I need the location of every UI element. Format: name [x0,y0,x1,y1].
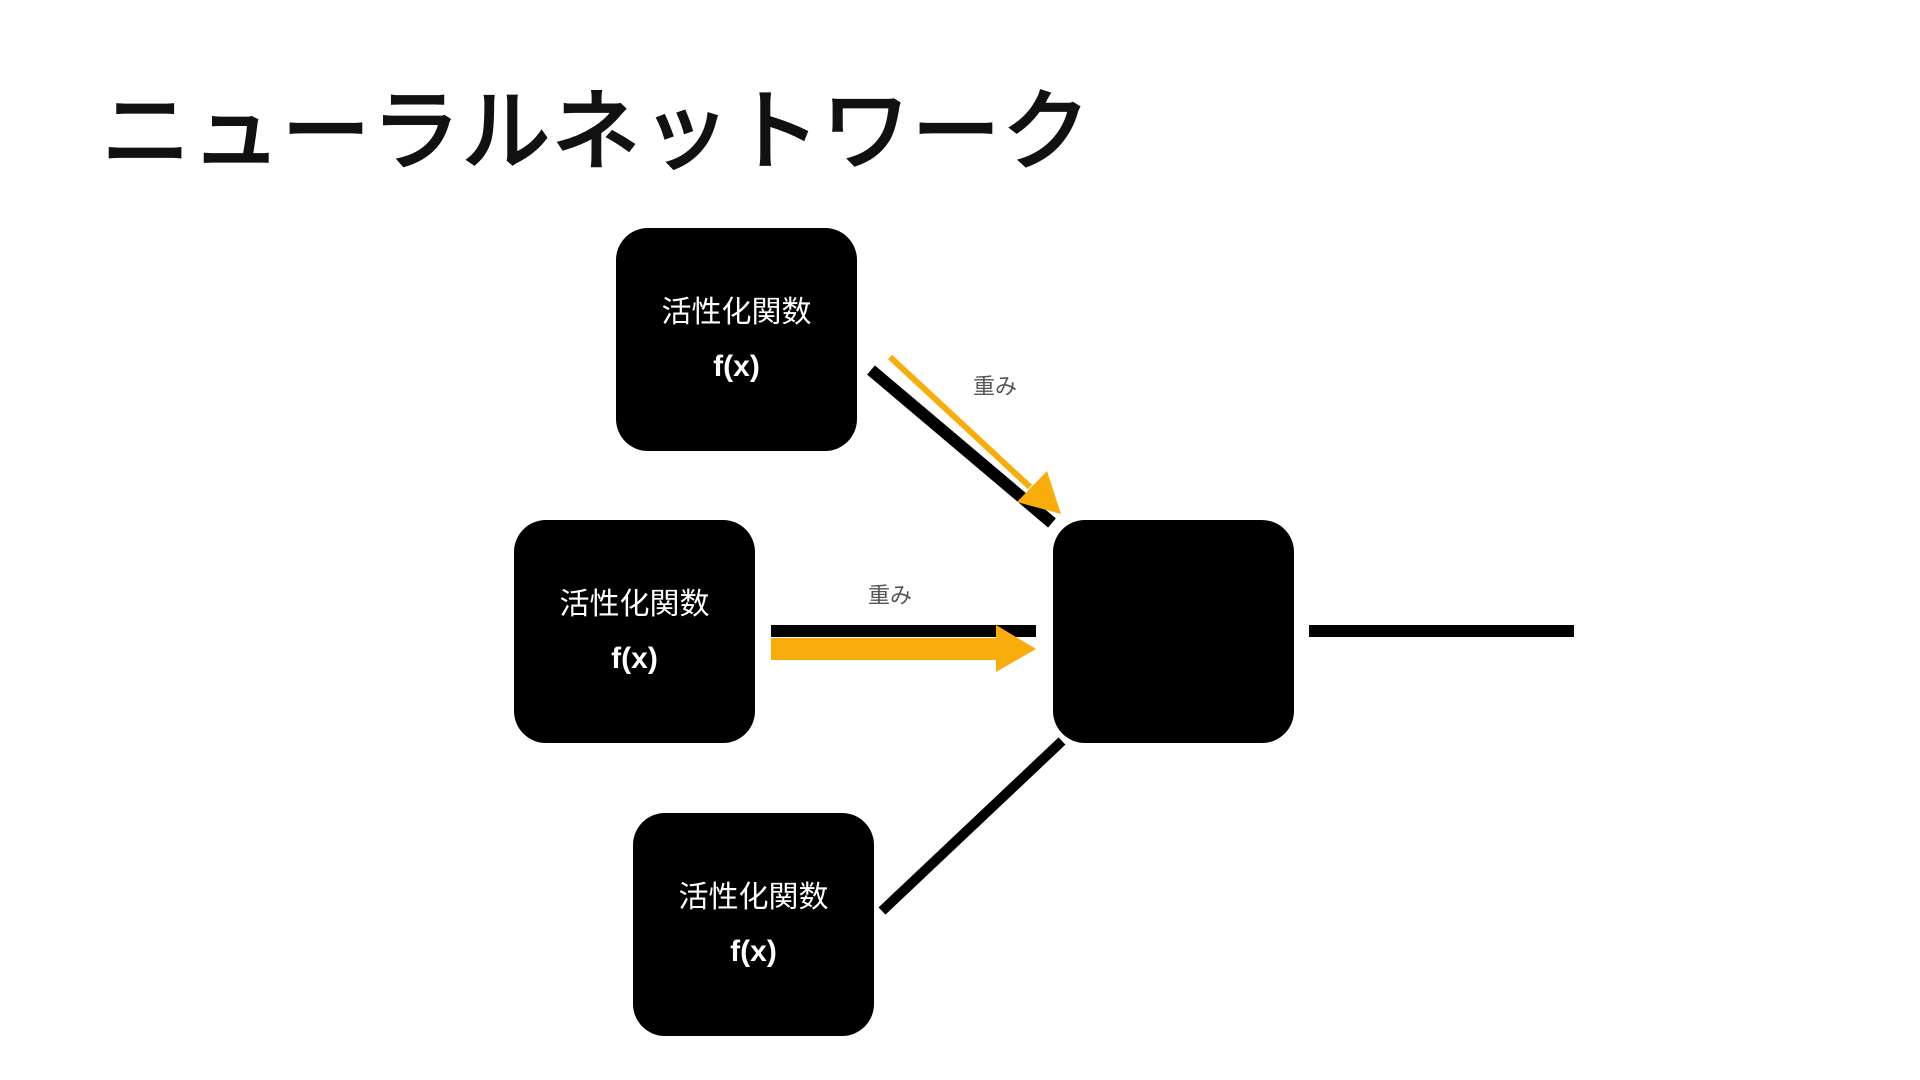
node-middle-label: 活性化関数 [559,586,710,622]
weight-arrow-middle-head [996,625,1036,672]
weight-arrow-middle-shaft [771,638,997,660]
node-middle: 活性化関数 f(x) [514,520,755,743]
node-bottom: 活性化関数 f(x) [633,813,874,1036]
node-middle-function: f(x) [611,641,658,675]
node-output [1053,520,1294,743]
connection-bottom-to-output [878,737,1066,915]
node-bottom-function: f(x) [730,934,777,968]
node-top: 活性化関数 f(x) [616,228,857,451]
weight-arrow-top-head [1017,471,1061,514]
node-top-function: f(x) [713,349,760,383]
node-top-label: 活性化関数 [661,294,812,330]
weight-label-top: 重み [973,375,1018,400]
slide-title: ニューラルネットワーク [102,80,1093,183]
node-bottom-label: 活性化関数 [678,879,829,915]
weight-arrow-top-shaft [887,354,1033,490]
weight-label-middle: 重み [868,584,913,609]
